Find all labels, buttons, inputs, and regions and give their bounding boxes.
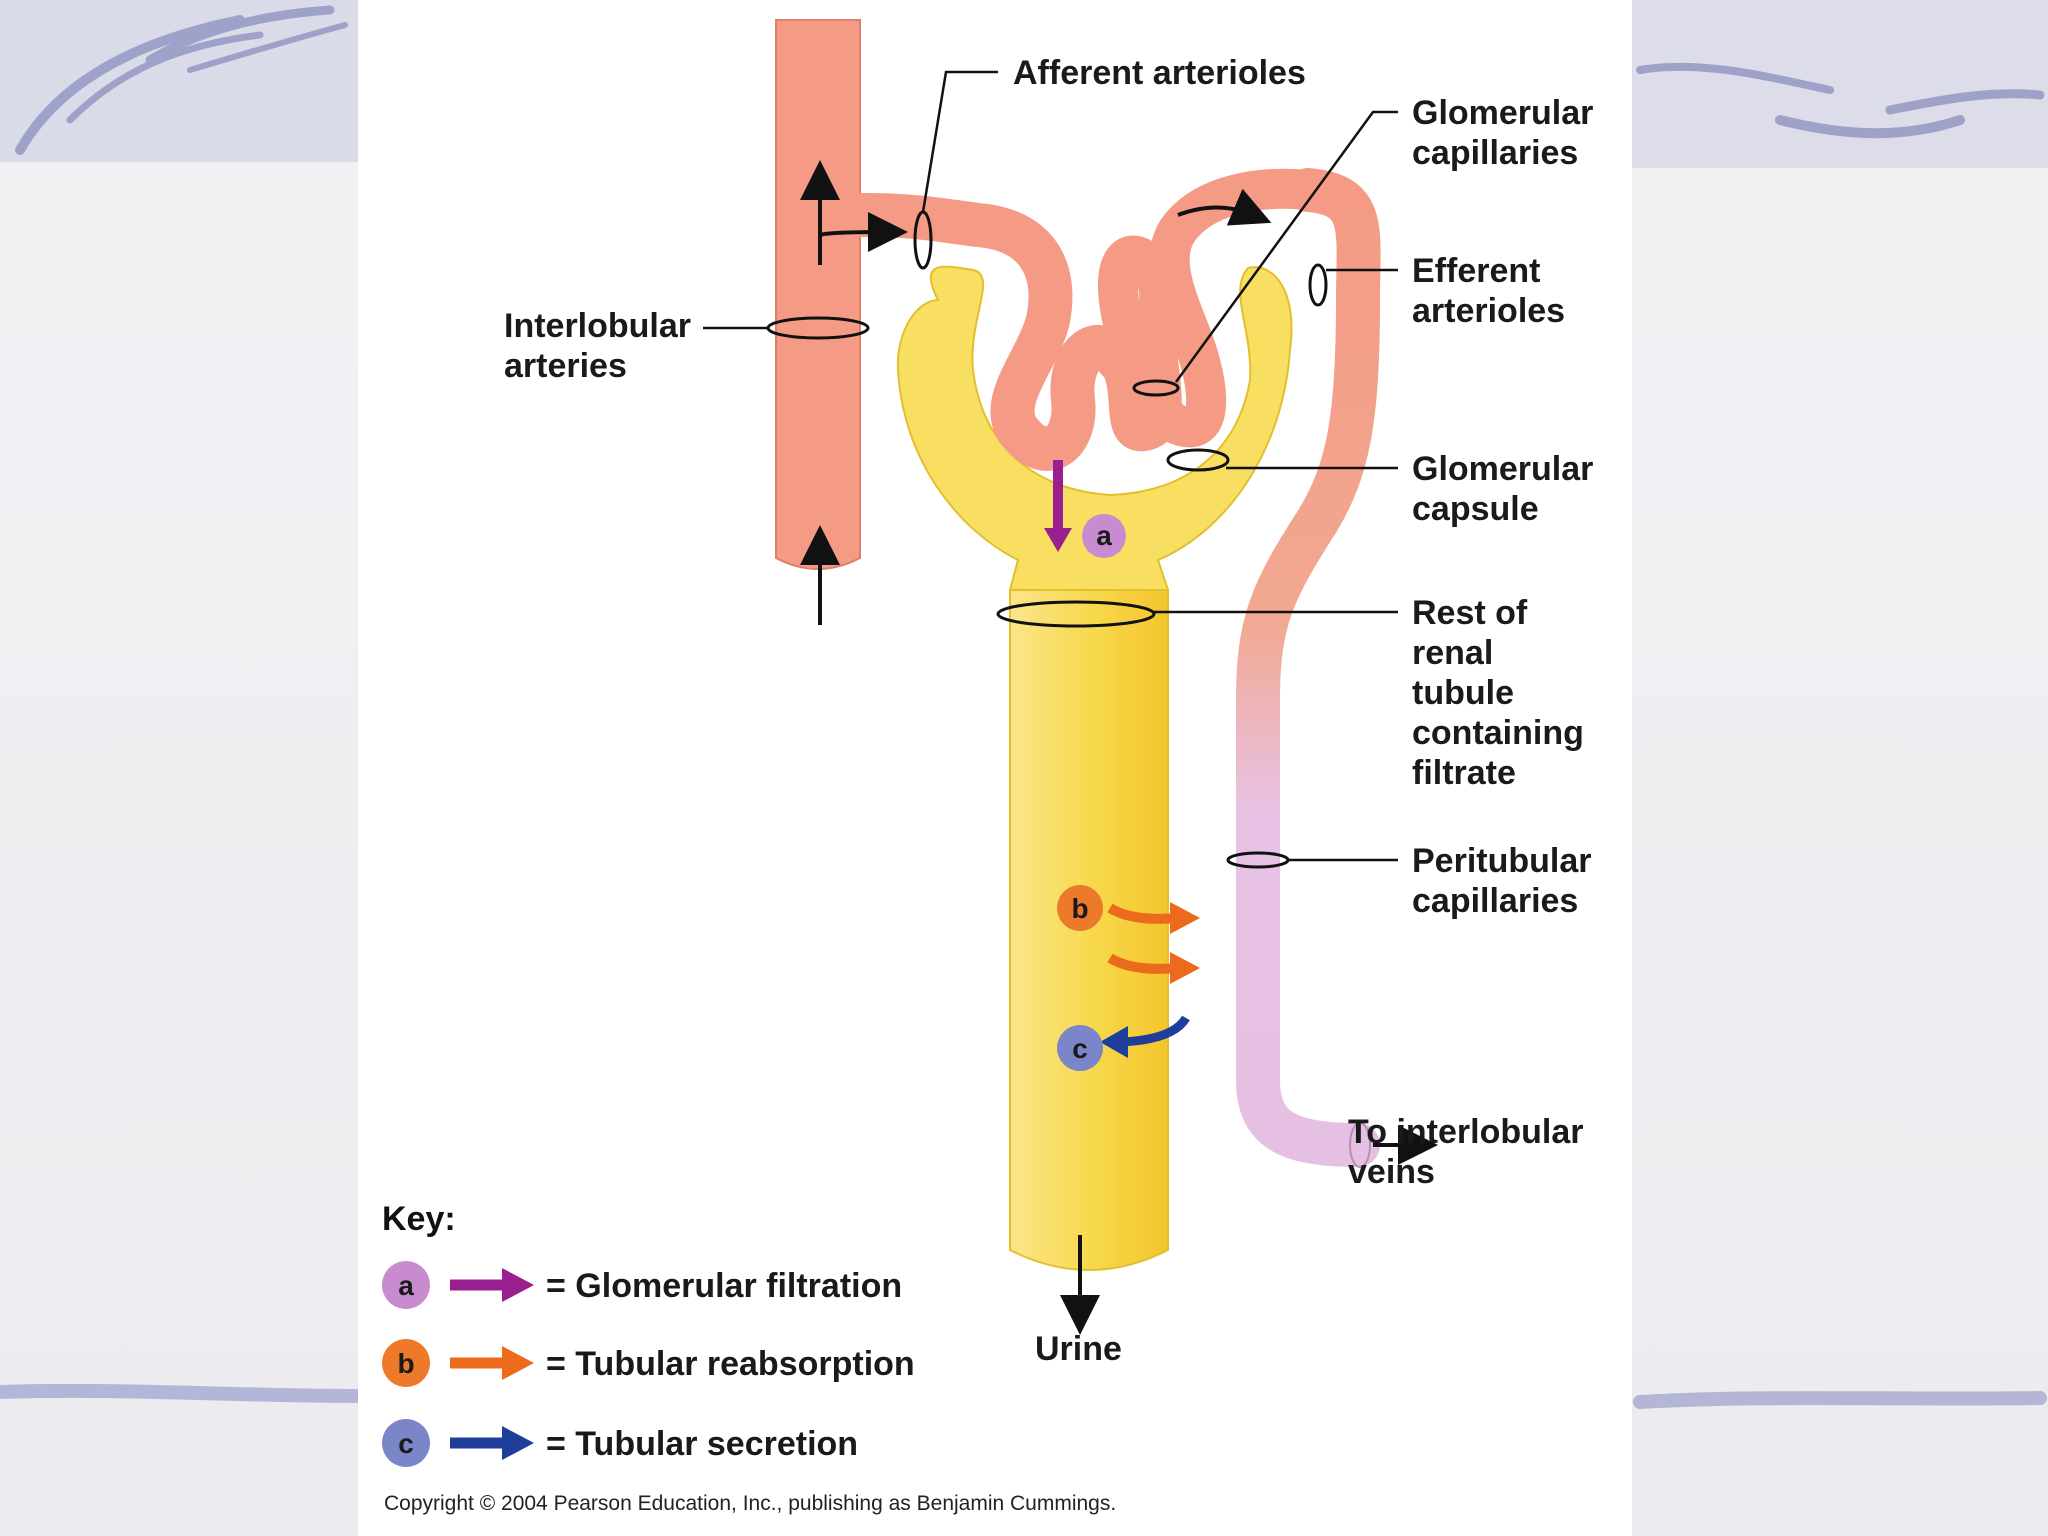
label-efferent-1: Efferent — [1412, 252, 1540, 290]
renal-tubule — [1009, 589, 1169, 1271]
capillary-flow-arrow — [1177, 188, 1272, 226]
copyright-text: Copyright © 2004 Pearson Education, Inc.… — [384, 1492, 1116, 1515]
badge-b: b — [1057, 885, 1103, 931]
label-glomerular-capsule-2: capsule — [1412, 490, 1539, 528]
reabsorption-arrow-2 — [1107, 953, 1179, 974]
secretion-arrowhead — [1100, 1026, 1128, 1058]
label-afferent-arterioles: Afferent arterioles — [1013, 54, 1306, 92]
key-item-a: a = Glomerular filtration — [382, 1261, 902, 1309]
label-tubule-4: containing — [1412, 714, 1584, 752]
badge-a-text: a — [1096, 520, 1112, 551]
afferent-arteriole — [838, 193, 1140, 471]
badge-a: a — [1082, 514, 1126, 558]
diagram-panel: a b c Afferent arterioles Glomerular cap… — [358, 0, 1632, 1536]
decorative-corner-top-left — [0, 0, 358, 162]
key-badge-c: c — [398, 1428, 414, 1459]
label-peritubular-2: capillaries — [1412, 882, 1578, 920]
key-title: Key: — [382, 1200, 456, 1238]
decorative-corner-top-right — [1632, 0, 2048, 168]
artery-branch-arrow — [818, 212, 908, 253]
efferent-arteriole — [1236, 168, 1381, 1167]
label-efferent-2: arterioles — [1412, 292, 1565, 330]
label-glomerular-capsule-1: Glomerular — [1412, 450, 1593, 488]
label-tubule-3: tubule — [1412, 674, 1514, 712]
label-peritubular-1: Peritubular — [1412, 842, 1591, 880]
secretion-arrow — [1119, 1015, 1190, 1047]
interlobular-artery — [775, 19, 861, 570]
label-interlobular-2: arteries — [504, 347, 627, 385]
label-to-veins-1: To interlobular — [1348, 1113, 1583, 1151]
key-text-reabsorption: = Tubular reabsorption — [546, 1345, 915, 1383]
label-tubule-1: Rest of — [1412, 594, 1528, 632]
reabsorption-arrowhead-1 — [1170, 902, 1200, 934]
reabsorption-arrowhead-2 — [1170, 952, 1200, 984]
label-to-veins-2: veins — [1348, 1153, 1435, 1191]
filtration-arrowhead — [1044, 528, 1072, 552]
leader-afferent — [921, 70, 998, 213]
label-glomerular-capillaries-1: Glomerular — [1412, 94, 1593, 132]
badge-b-text: b — [1071, 893, 1088, 924]
label-interlobular-1: Interlobular — [504, 307, 691, 345]
badge-c: c — [1057, 1025, 1103, 1071]
glomerular-capillaries — [1097, 168, 1328, 451]
label-glomerular-capillaries-2: capillaries — [1412, 134, 1578, 172]
leader-glomerular-capillaries — [1174, 110, 1398, 383]
key-text-secretion: = Tubular secretion — [546, 1425, 858, 1463]
key-badge-a: a — [398, 1270, 414, 1301]
key-item-c: c = Tubular secretion — [382, 1419, 858, 1467]
tubule-ring — [996, 600, 1156, 628]
key-item-b: b = Tubular reabsorption — [382, 1339, 915, 1387]
key-text-filtration: = Glomerular filtration — [546, 1267, 902, 1305]
label-urine: Urine — [1035, 1330, 1122, 1368]
glomerular-capsule — [896, 265, 1293, 591]
capsule-ring — [1166, 448, 1230, 472]
glomerular-capillary-ring — [1132, 379, 1180, 397]
label-tubule-2: renal — [1412, 634, 1493, 672]
label-tubule-5: filtrate — [1412, 754, 1516, 792]
reabsorption-arrow-1 — [1107, 903, 1179, 924]
efferent-ring — [1308, 263, 1328, 307]
peritubular-vein-opening — [1349, 1122, 1371, 1168]
key-badge-b: b — [397, 1348, 414, 1379]
nephron-diagram: a b c Afferent arterioles Glomerular cap… — [382, 19, 1593, 1515]
badge-c-text: c — [1072, 1033, 1088, 1064]
